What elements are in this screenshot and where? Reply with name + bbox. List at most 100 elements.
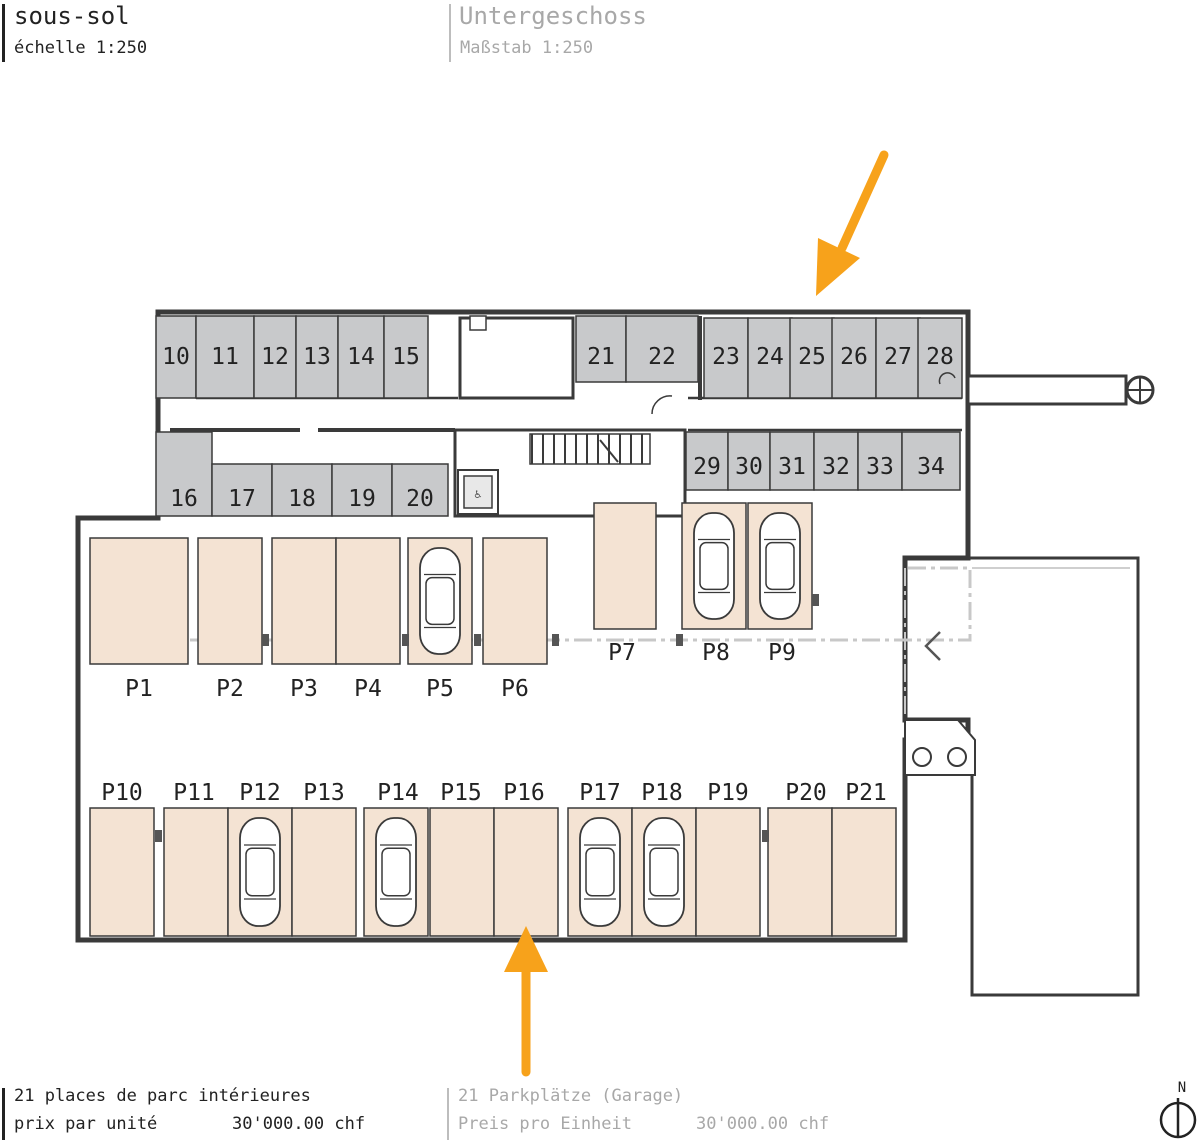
pillar [762, 830, 769, 842]
cellar-label: 28 [926, 344, 954, 370]
parking-label: P21 [845, 780, 887, 806]
parking-label: P5 [426, 676, 454, 702]
parking-bay-p3[interactable]: P3 [271, 537, 337, 702]
cellar-unit-25[interactable]: 25 [789, 317, 835, 399]
cellar-unit-20[interactable]: 20 [391, 463, 449, 517]
cellar-unit-22[interactable]: 22 [625, 315, 699, 383]
ventilation-duct [966, 374, 1128, 406]
cellar-unit-13[interactable]: 13 [295, 315, 339, 399]
cellar-label: 12 [261, 344, 289, 370]
scale-label-fr: échelle 1:250 [14, 38, 148, 58]
cellar-label: 23 [712, 344, 740, 370]
pillar [402, 634, 409, 646]
car-icon [579, 817, 621, 927]
cellar-unit-28[interactable]: 28 [917, 317, 963, 399]
cellar-label: 22 [648, 344, 676, 370]
cellar-label: 32 [822, 454, 850, 480]
cellar-label: 21 [587, 344, 615, 370]
parking-bay-p9[interactable]: P9 [747, 502, 813, 666]
cellar-unit-12[interactable]: 12 [253, 315, 297, 399]
parking-bay-p16[interactable]: P16 [493, 780, 559, 937]
cellar-unit-17[interactable]: 17 [211, 463, 273, 517]
pump-icon [912, 747, 932, 767]
parking-bay-p18[interactable]: P18 [631, 780, 697, 937]
parking-label: P3 [290, 676, 318, 702]
pillar [262, 634, 269, 646]
cellar-label: 25 [798, 344, 826, 370]
parking-bay-p6[interactable]: P6 [482, 537, 548, 702]
car-icon [239, 817, 281, 927]
car-icon [643, 817, 685, 927]
parking-bay-p12[interactable]: P12 [227, 780, 293, 937]
cellar-label: 19 [348, 486, 376, 512]
cellar-unit-16[interactable]: 16 [155, 431, 213, 517]
cellar-unit-31[interactable]: 31 [769, 431, 815, 491]
page-title-fr: sous-sol [14, 2, 130, 30]
parking-bay-p5[interactable]: P5 [407, 537, 473, 702]
cellar-unit-27[interactable]: 27 [875, 317, 921, 399]
cellar-label: 13 [303, 344, 331, 370]
parking-label: P14 [377, 780, 419, 806]
cellar-label: 31 [778, 454, 806, 480]
scale-label-de: Maßstab 1:250 [460, 38, 594, 58]
parking-bay-p13[interactable]: P13 [291, 780, 357, 937]
parking-label: P10 [101, 780, 143, 806]
technical-corner [904, 719, 976, 776]
parking-label: P13 [303, 780, 345, 806]
cellar-unit-30[interactable]: 30 [727, 431, 771, 491]
parking-bay-p8[interactable]: P8 [681, 502, 747, 666]
cellar-unit-29[interactable]: 29 [685, 431, 729, 491]
car-icon [419, 547, 461, 655]
parking-bay-p21[interactable]: P21 [831, 780, 897, 937]
car-icon [693, 512, 735, 620]
north-arrow-icon: N [1159, 1080, 1197, 1139]
parking-label: P6 [501, 676, 529, 702]
cellar-unit-26[interactable]: 26 [831, 317, 877, 399]
parking-bay-p10[interactable]: P10 [89, 780, 155, 937]
pillar [676, 634, 683, 646]
car-icon [759, 512, 801, 620]
technical-room [458, 316, 575, 400]
cellar-label: 33 [866, 454, 894, 480]
cellar-unit-33[interactable]: 33 [857, 431, 903, 491]
parking-bay-p7[interactable] [593, 502, 657, 630]
cellar-unit-15[interactable]: 15 [383, 315, 429, 399]
cellar-unit-11[interactable]: 11 [195, 315, 255, 399]
page-title-de: Untergeschoss [459, 2, 647, 30]
parking-label: P7 [608, 640, 636, 666]
arrow-icon-north-east [816, 150, 889, 296]
parking-bay-p1[interactable]: P1 [89, 537, 189, 702]
cellar-label: 20 [406, 486, 434, 512]
parking-bay-p7[interactable]: P7 [608, 640, 636, 666]
price-label-fr: prix par unité [14, 1114, 158, 1134]
parking-bay-p14[interactable]: P14 [363, 780, 429, 937]
parking-label: P2 [216, 676, 244, 702]
cellar-unit-21[interactable]: 21 [575, 315, 627, 383]
drive-line [190, 566, 972, 642]
cellar-label: 10 [162, 344, 190, 370]
cellar-label: 27 [884, 344, 912, 370]
cellar-unit-34[interactable]: 34 [901, 431, 961, 491]
footer-bar-fr [2, 1088, 5, 1140]
parking-bay-p19[interactable]: P19 [695, 780, 761, 937]
cellar-unit-32[interactable]: 32 [813, 431, 859, 491]
parking-bay-p15[interactable]: P15 [429, 780, 495, 937]
cellar-unit-14[interactable]: 14 [337, 315, 385, 399]
cellar-label: 16 [170, 486, 198, 512]
parking-count-fr: 21 places de parc intérieures [14, 1086, 311, 1106]
cellar-unit-19[interactable]: 19 [331, 463, 393, 517]
parking-bay-p2[interactable]: P2 [197, 537, 263, 702]
cellar-unit-10[interactable]: 10 [155, 315, 197, 399]
ramp-outline [968, 556, 1140, 997]
cellar-unit-23[interactable]: 23 [703, 317, 749, 399]
cellar-unit-24[interactable]: 24 [747, 317, 793, 399]
parking-bay-p20[interactable]: P20 [767, 780, 833, 937]
parking-label: P12 [239, 780, 281, 806]
cellar-unit-18[interactable]: 18 [271, 463, 333, 517]
parking-bay-p11[interactable]: P11 [163, 780, 229, 937]
cellar-label: 30 [735, 454, 763, 480]
cellar-label: 14 [347, 344, 375, 370]
parking-bay-p4[interactable]: P4 [335, 537, 401, 702]
parking-bay-p17[interactable]: P17 [567, 780, 633, 937]
